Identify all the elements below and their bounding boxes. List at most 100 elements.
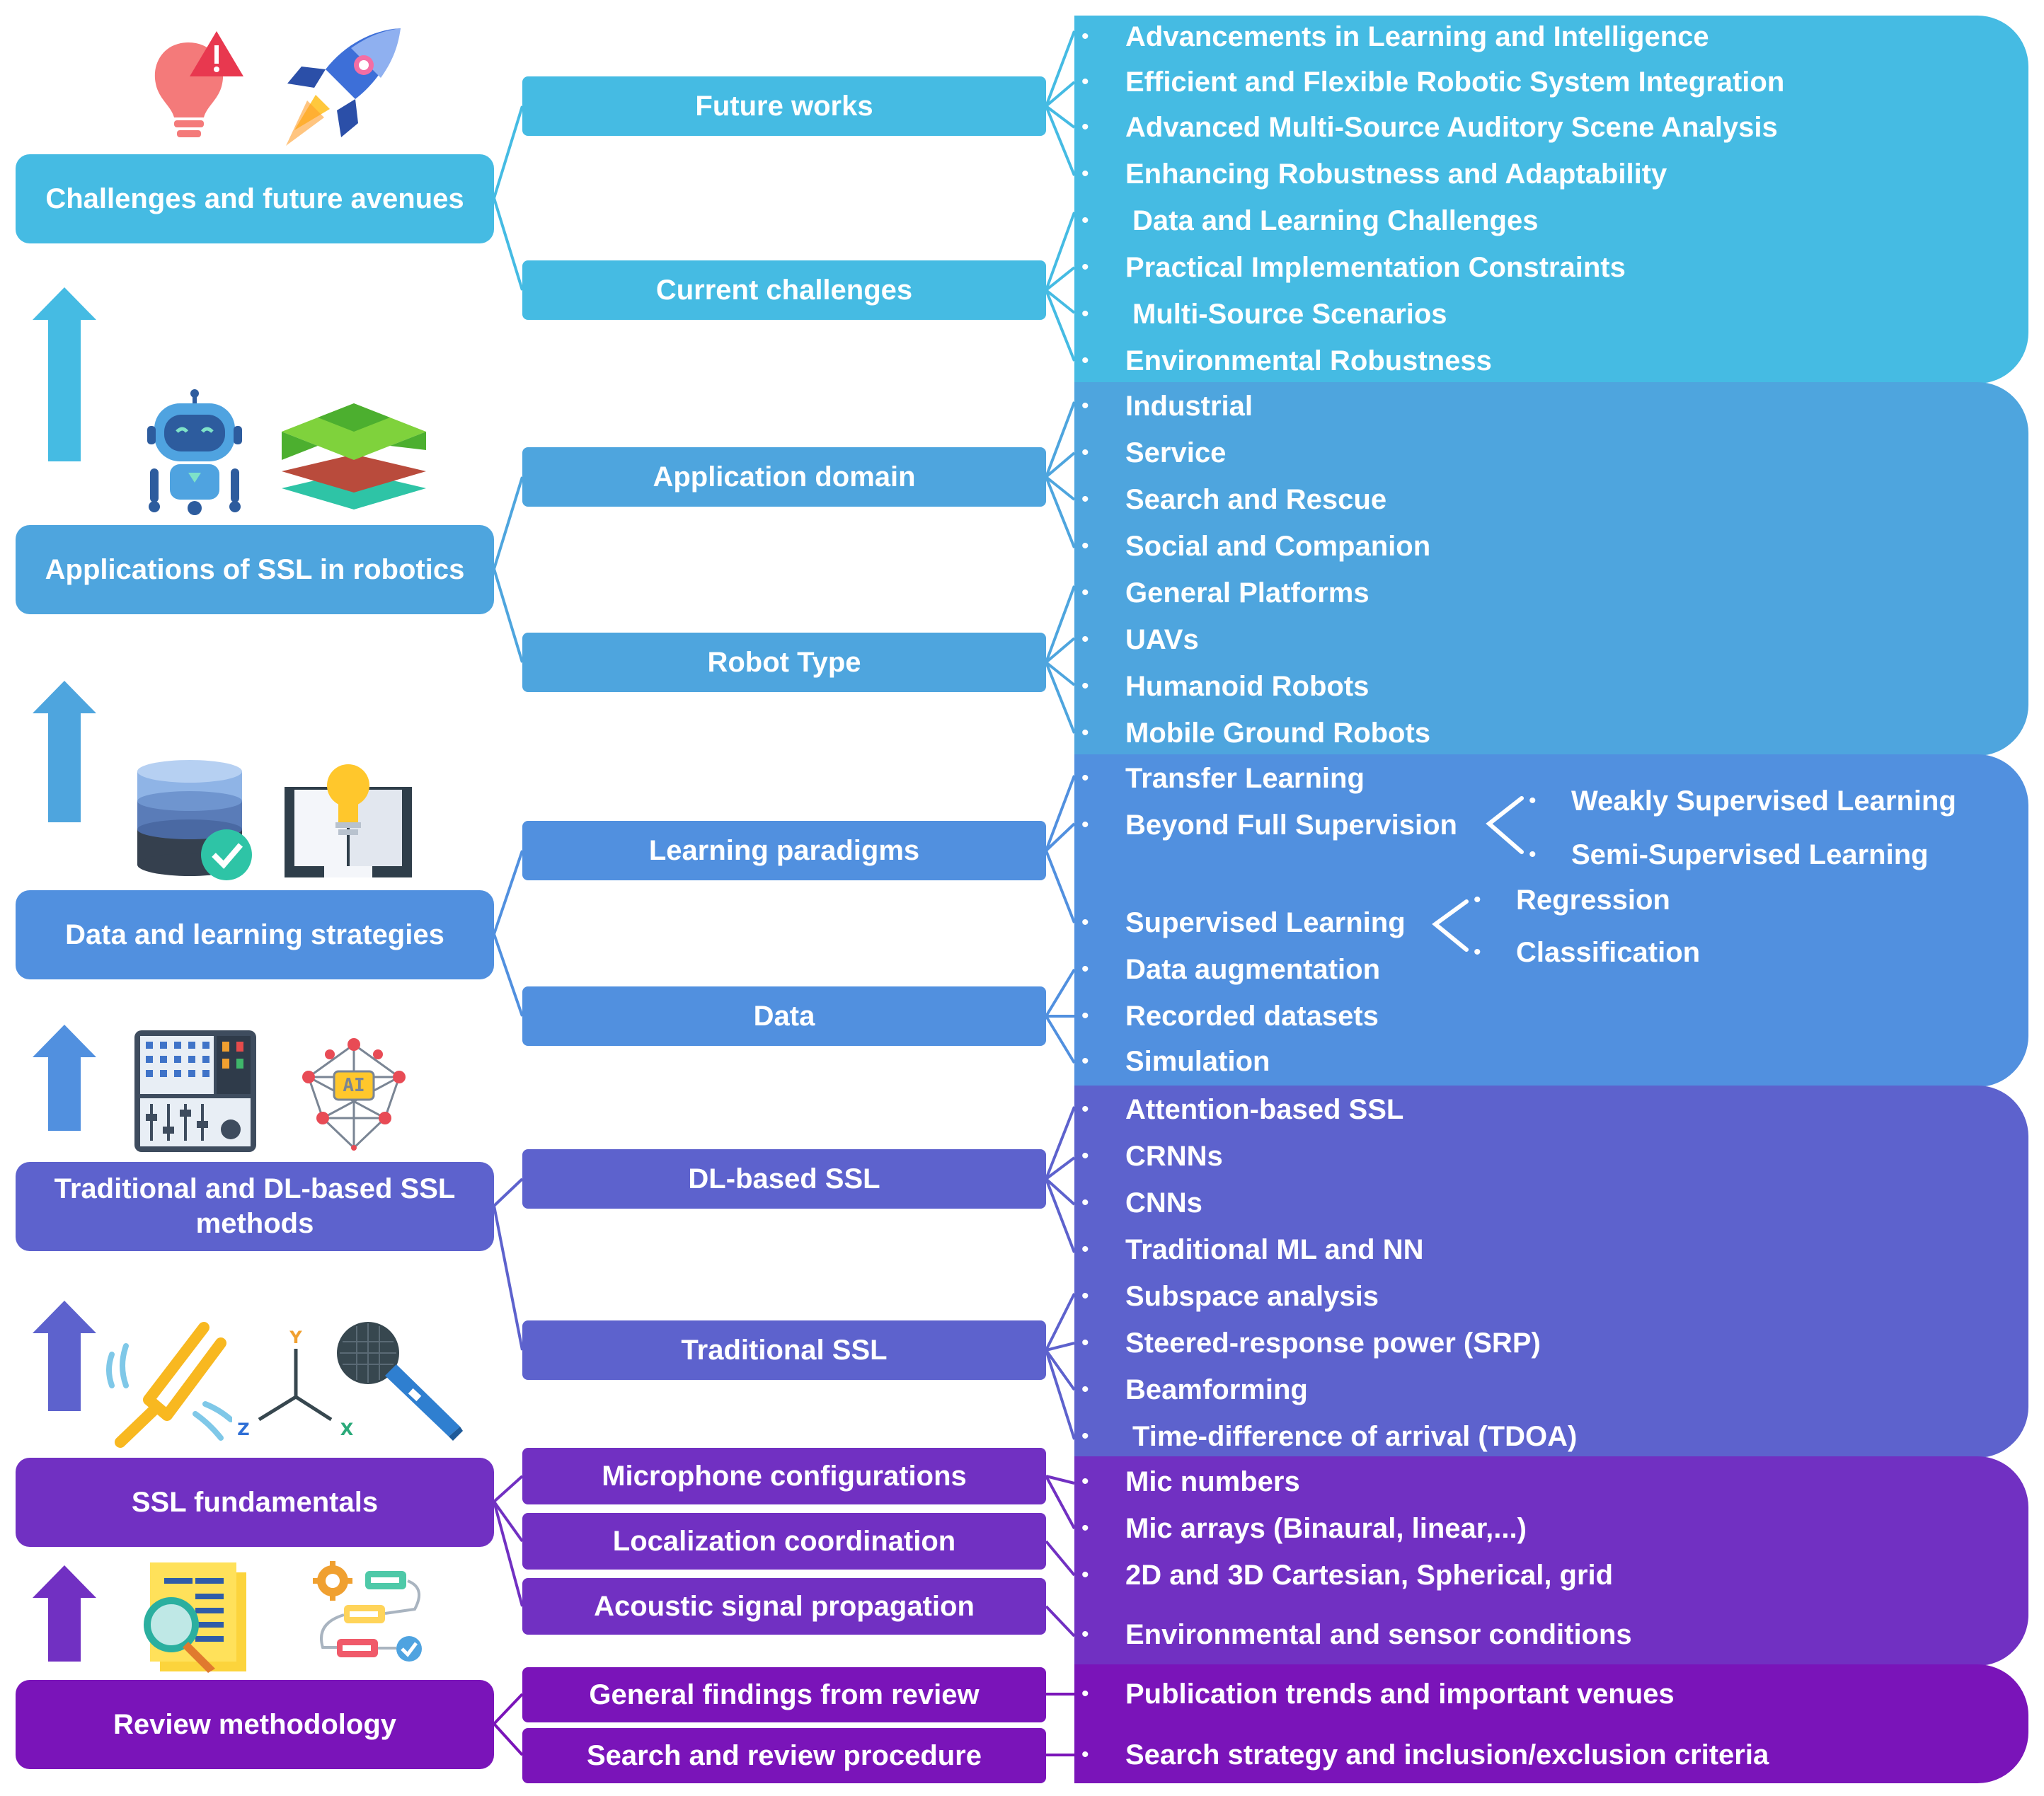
bullet-dot: • [1081, 1516, 1089, 1540]
list-item: Service [1125, 437, 1227, 468]
bullet-dot: • [1081, 1098, 1089, 1121]
list-item: Transfer Learning [1125, 763, 1365, 794]
sub-application-domain[interactable]: Application domain [522, 447, 1046, 507]
bullet-dot: • [1081, 1004, 1089, 1027]
tuning-fork-icon [106, 1322, 232, 1448]
up-arrow-icon [33, 681, 96, 822]
list-item: Search strategy and inclusion/exclusion … [1125, 1739, 1769, 1771]
bullet-dot: • [1081, 1144, 1089, 1168]
bullet-dot: • [1081, 1191, 1089, 1214]
nested-list-item: Regression [1516, 885, 1670, 916]
bullet-dot: • [1081, 957, 1089, 981]
list-item: Supervised Learning [1125, 907, 1406, 938]
sub-traditional-ssl[interactable]: Traditional SSL [522, 1320, 1046, 1380]
book-lightbulb-icon [285, 764, 412, 877]
list-item: Time-difference of arrival (TDOA) [1132, 1421, 1578, 1452]
list-item: Advanced Multi-Source Auditory Scene Ana… [1125, 112, 1778, 143]
list-item: Beyond Full Supervision [1125, 810, 1457, 841]
sub-general-findings[interactable]: General findings from review [522, 1667, 1046, 1722]
bullet-dot: • [1081, 1682, 1089, 1705]
bullet-dot: • [1081, 488, 1089, 511]
bullet-dot: • [1081, 1424, 1089, 1448]
bullet-dot: • [1081, 255, 1089, 279]
sub-localization-coordination[interactable]: Localization coordination [522, 1513, 1046, 1570]
mixer-panel-icon [134, 1030, 256, 1152]
bullet-dot: • [1081, 1563, 1089, 1587]
bullet-dot: • [1081, 115, 1089, 139]
bullet-dot: • [1081, 302, 1089, 326]
bullet-dot: • [1081, 349, 1089, 372]
list-item: Humanoid Robots [1125, 671, 1370, 702]
panel-data [1074, 754, 2028, 1087]
up-arrow-icon [33, 287, 96, 461]
panel-methods [1074, 1086, 2028, 1458]
layers-icon [282, 403, 426, 510]
list-item: Enhancing Robustness and Adaptability [1125, 159, 1667, 190]
bullet-dot: • [1081, 1470, 1089, 1493]
list-item: CRNNs [1125, 1141, 1223, 1172]
list-item: Traditional ML and NN [1125, 1234, 1424, 1265]
category-applications[interactable]: Applications of SSL in robotics [16, 525, 494, 614]
list-item: Beamforming [1125, 1374, 1308, 1405]
list-item: UAVs [1125, 624, 1199, 655]
bullet-dot: • [1081, 394, 1089, 418]
list-item: Recorded datasets [1125, 1001, 1379, 1032]
ai-brain-icon: AI [302, 1038, 406, 1151]
axis-label-z: Z [237, 1420, 249, 1437]
sub-microphone-configurations[interactable]: Microphone configurations [522, 1448, 1046, 1504]
axes-icon: Y Z X [237, 1329, 354, 1437]
document-search-icon [144, 1562, 246, 1673]
robot-icon [147, 389, 242, 515]
up-arrow-icon [33, 1565, 96, 1662]
list-item: Social and Companion [1125, 531, 1431, 562]
sub-future-works[interactable]: Future works [522, 76, 1046, 136]
bullet-dot: • [1081, 1284, 1089, 1308]
list-item: Environmental and sensor conditions [1125, 1619, 1632, 1650]
bullet-dot: • [1474, 940, 1481, 964]
axis-label-x: X [340, 1420, 354, 1437]
list-item: Simulation [1125, 1046, 1270, 1077]
rocket-icon [286, 28, 401, 146]
lightbulb-alert-icon [154, 31, 243, 137]
list-item: General Platforms [1125, 577, 1370, 609]
list-item: Environmental Robustness [1125, 345, 1492, 376]
workflow-icon [313, 1561, 422, 1662]
category-methods[interactable]: Traditional and DL-based SSL methods [16, 1162, 494, 1251]
bullet-dot: • [1474, 888, 1481, 911]
bullet-dot: • [1081, 70, 1089, 93]
sub-learning-paradigms[interactable]: Learning paradigms [522, 821, 1046, 880]
category-data[interactable]: Data and learning strategies [16, 890, 494, 979]
nested-list-item: Classification [1516, 937, 1701, 968]
bullet-dot: • [1081, 721, 1089, 744]
sub-acoustic-signal-propagation[interactable]: Acoustic signal propagation [522, 1578, 1046, 1635]
sub-robot-type[interactable]: Robot Type [522, 633, 1046, 692]
bullet-dot: • [1081, 628, 1089, 651]
list-item: Industrial [1125, 391, 1253, 422]
bullet-dot: • [1081, 1623, 1089, 1646]
svg-text:AI: AI [343, 1075, 364, 1096]
list-item: Data and Learning Challenges [1132, 205, 1539, 236]
category-challenges[interactable]: Challenges and future avenues [16, 154, 494, 243]
category-fundamentals[interactable]: SSL fundamentals [16, 1458, 494, 1547]
category-review[interactable]: Review methodology [16, 1680, 494, 1769]
sub-dl-based-ssl[interactable]: DL-based SSL [522, 1149, 1046, 1209]
list-item: Mic numbers [1125, 1466, 1300, 1497]
list-item: Publication trends and important venues [1125, 1679, 1675, 1710]
sub-data[interactable]: Data [522, 986, 1046, 1046]
bullet-dot: • [1081, 162, 1089, 185]
bullet-dot: • [1081, 1238, 1089, 1261]
bullet-dot: • [1081, 766, 1089, 790]
microphone-icon [337, 1322, 463, 1441]
bullet-dot: • [1081, 209, 1089, 232]
up-arrow-icon [33, 1301, 96, 1411]
list-item: Steered-response power (SRP) [1125, 1328, 1541, 1359]
bullet-dot: • [1529, 843, 1537, 866]
sub-search-review-procedure[interactable]: Search and review procedure [522, 1728, 1046, 1783]
bullet-dot: • [1081, 911, 1089, 934]
list-item: Data augmentation [1125, 954, 1381, 985]
sub-current-challenges[interactable]: Current challenges [522, 260, 1046, 320]
nested-list-item: Semi-Supervised Learning [1571, 839, 1929, 870]
nested-list-item: Weakly Supervised Learning [1571, 785, 1956, 817]
database-check-icon [137, 760, 252, 880]
